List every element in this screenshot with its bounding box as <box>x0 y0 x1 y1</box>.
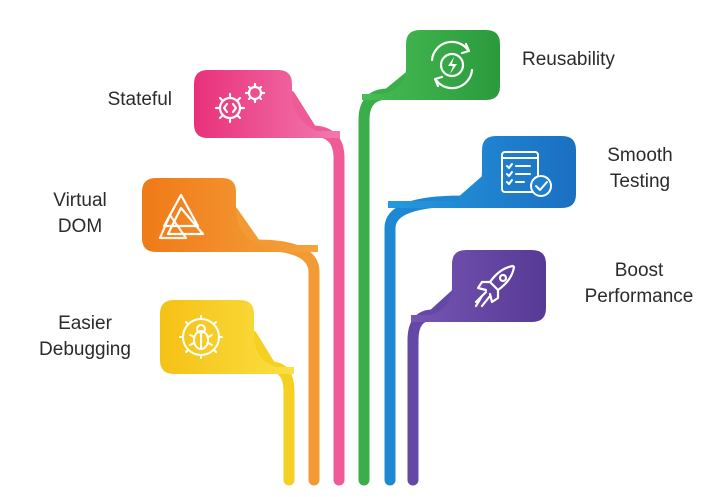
virtual-dom-leaf <box>142 178 318 252</box>
smooth-testing-label-line-1: Smooth <box>607 145 673 166</box>
smooth-testing-leaf <box>388 136 576 208</box>
virtual-dom-label: Virtual DOM <box>30 188 130 240</box>
boost-performance-label: Boost Performance <box>566 258 712 310</box>
easier-debugging-label: Easier Debugging <box>30 311 140 363</box>
bug-gear-icon <box>179 315 223 359</box>
reusability-label-line-1: Reusability <box>522 49 615 70</box>
stateful-label: Stateful <box>60 87 172 113</box>
smooth-testing-label-line-2: Testing <box>609 171 671 192</box>
gears-code-icon <box>214 82 266 124</box>
easier-debugging-label-line-2: Debugging <box>39 339 131 360</box>
easier-debugging-label-line-1: Easier <box>58 313 112 334</box>
easier-debugging-leaf <box>160 300 294 374</box>
virtual-dom-label-line-1: Virtual <box>53 190 107 211</box>
checklist-icon <box>501 151 552 197</box>
boost-performance-stem <box>407 289 461 486</box>
smooth-testing-label: Smooth Testing <box>588 143 692 195</box>
rocket-icon <box>474 264 516 308</box>
stateful-label-line-1: Stateful <box>107 89 172 110</box>
virtual-dom-label-line-2: DOM <box>57 216 103 237</box>
recycle-bolt-icon <box>430 40 474 90</box>
reusability-label: Reusability <box>522 47 672 73</box>
smooth-testing-stem <box>384 174 492 486</box>
boost-performance-label-line-1: Boost <box>614 260 664 281</box>
boost-performance-label-line-2: Performance <box>584 286 694 307</box>
triangles-icon <box>158 193 205 240</box>
